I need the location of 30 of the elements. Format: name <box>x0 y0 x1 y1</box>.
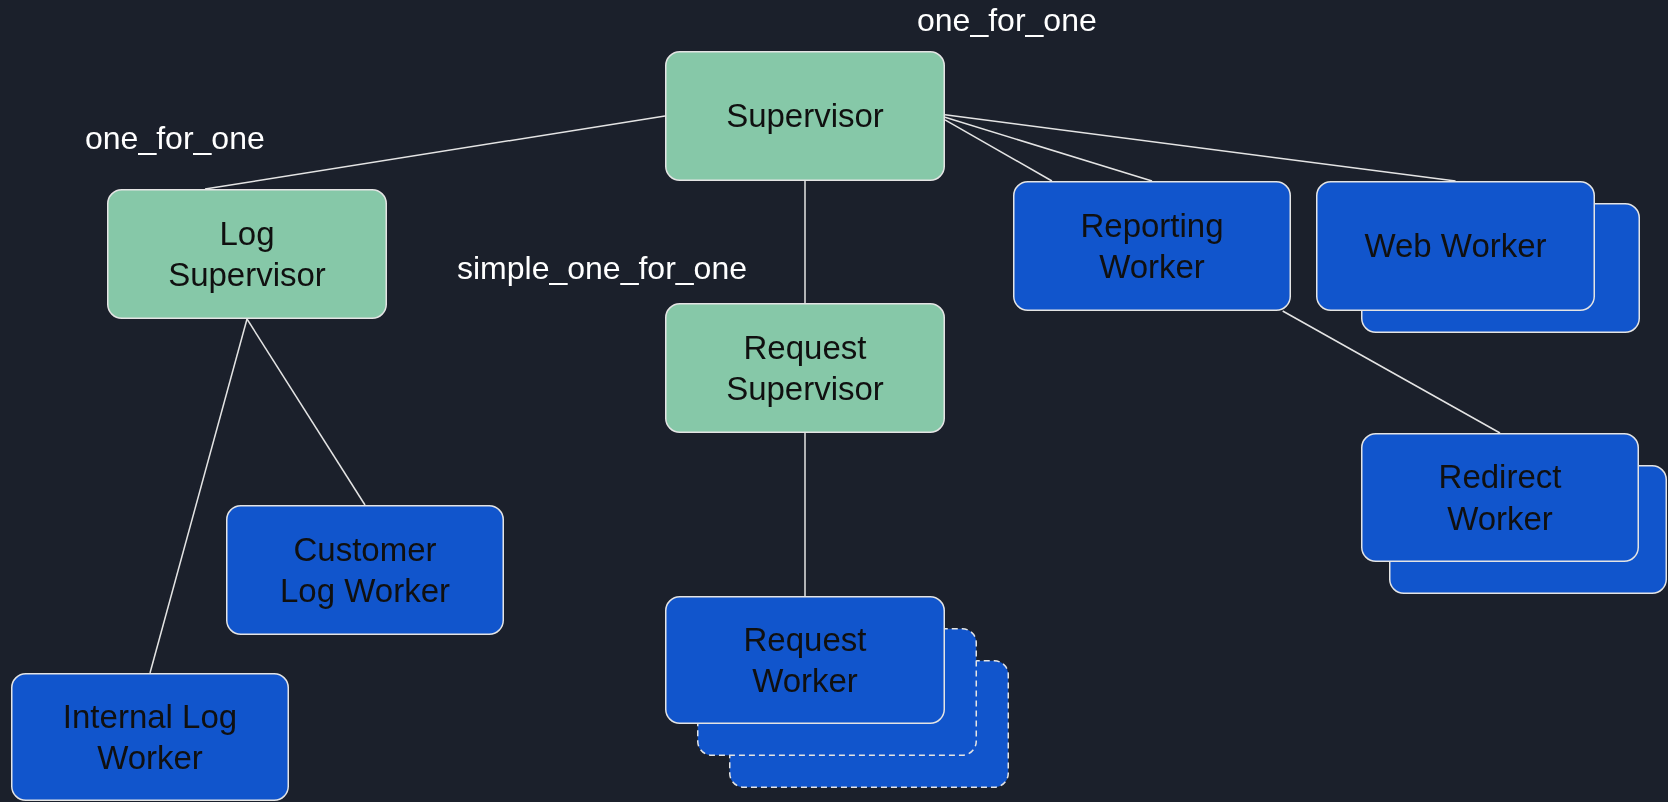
node-label: Reporting Worker <box>1079 205 1225 287</box>
stacked-worker-cards <box>1361 433 1667 594</box>
node-label: Customer Log Worker <box>279 529 451 611</box>
connector-line <box>246 318 366 506</box>
connector-line <box>944 113 1457 182</box>
worker-box <box>226 505 504 635</box>
node-label: Web Worker <box>1364 226 1547 267</box>
stacked-worker-cards <box>1316 181 1640 333</box>
connector-line <box>804 432 806 597</box>
stacked-worker-cards <box>665 596 1009 788</box>
node-label: Log Supervisor <box>167 213 327 295</box>
supervisor-box <box>665 51 945 181</box>
strategy-label: simple_one_for_one <box>457 250 747 287</box>
connector-line <box>149 318 248 674</box>
connector-line <box>944 116 1153 182</box>
connector-line <box>1281 310 1501 434</box>
supervisor-box <box>665 303 945 433</box>
worker-box <box>11 673 289 801</box>
strategy-label: one_for_one <box>917 2 1097 39</box>
worker-box <box>1013 181 1291 311</box>
connector-line <box>944 119 1053 182</box>
connector-line <box>804 180 806 304</box>
node-label: Request Worker <box>742 619 868 701</box>
supervisor-box <box>107 189 387 319</box>
connector-line <box>204 115 666 190</box>
node-label: Request Supervisor <box>725 327 885 409</box>
node-label: Redirect Worker <box>1437 457 1563 539</box>
node-label: Supervisor <box>726 96 884 137</box>
strategy-label: one_for_one <box>85 120 265 157</box>
node-label: Internal Log Worker <box>61 696 239 778</box>
